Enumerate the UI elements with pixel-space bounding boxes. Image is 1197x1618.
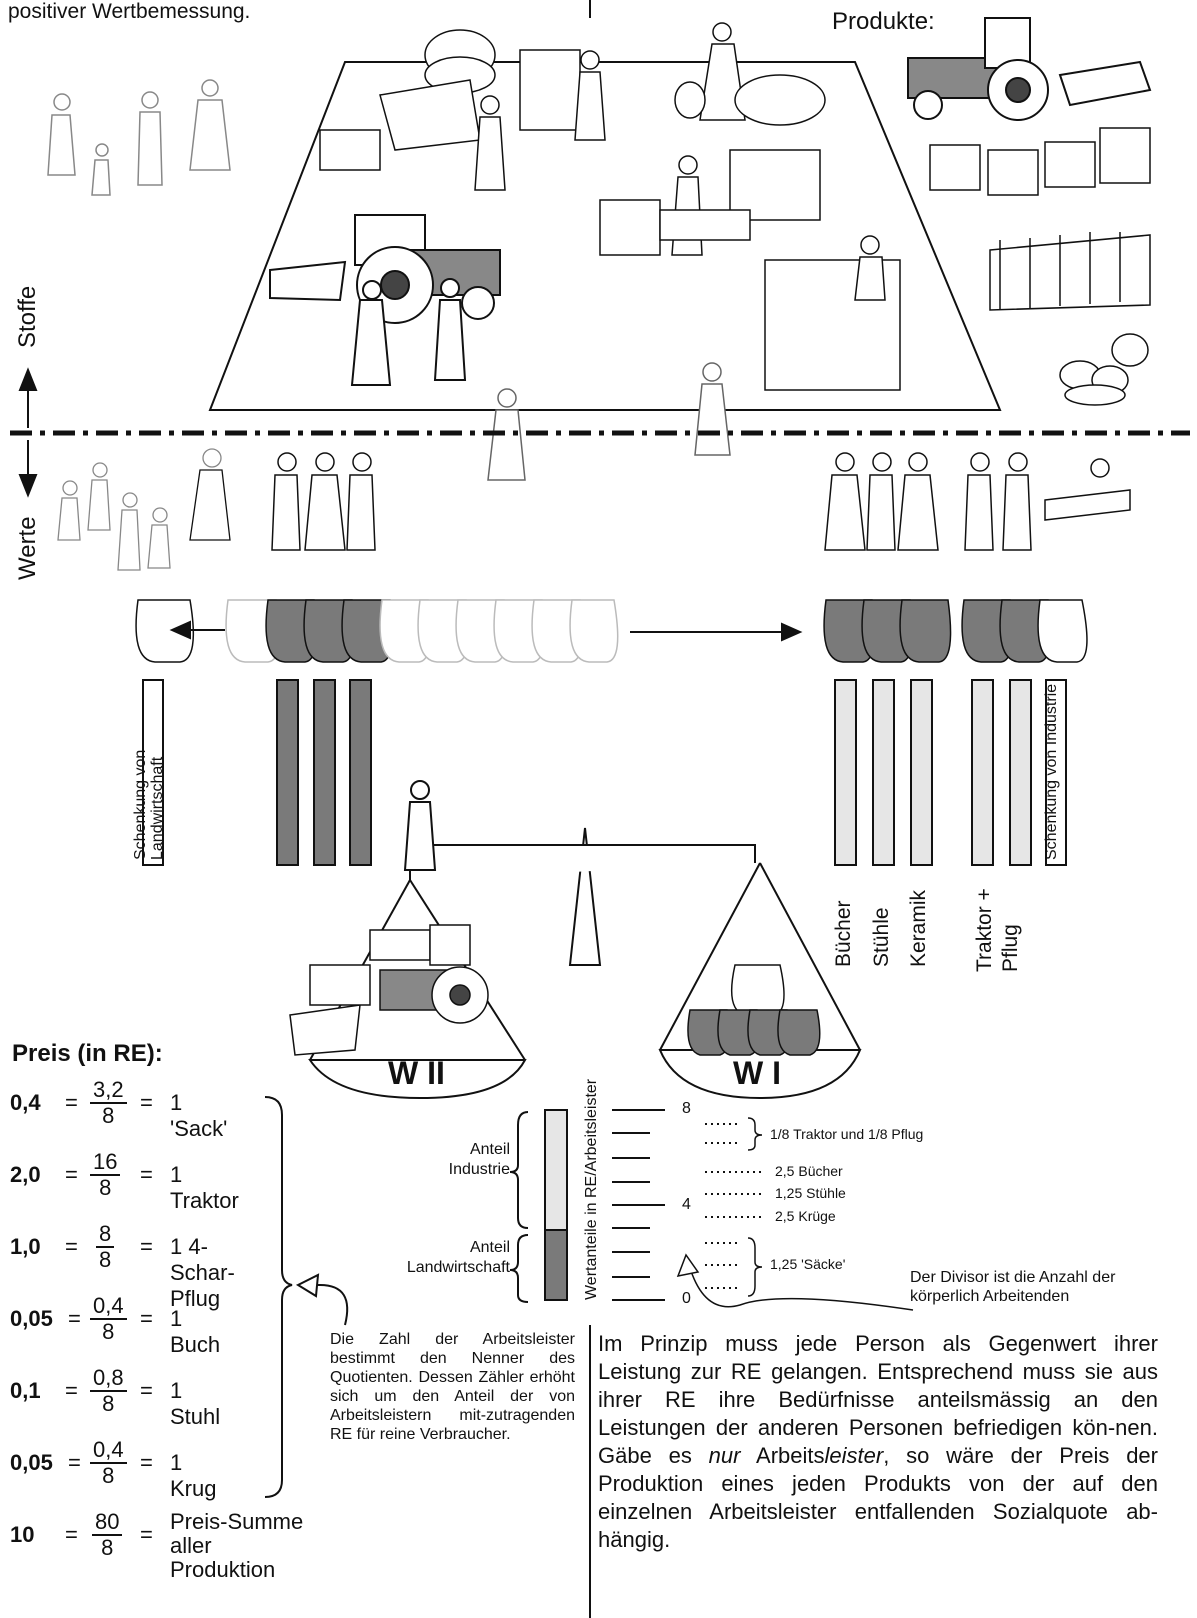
crossing-figures bbox=[488, 363, 730, 480]
value-bars bbox=[143, 680, 1066, 865]
label-gift-agriculture: Schenkung von Landwirtschaft bbox=[132, 678, 166, 860]
price-item: 1 Buch bbox=[170, 1306, 220, 1358]
scale-label-w2: W II bbox=[388, 1055, 445, 1092]
label-chairs-share: 1,25 Stühle bbox=[775, 1185, 846, 1201]
field-tractor-sketch bbox=[270, 215, 500, 385]
label-ceramics: Keramik bbox=[907, 890, 931, 967]
label-tractor-plow: Traktor + Pflug bbox=[972, 872, 1024, 972]
label-share-industry: Anteil Industrie bbox=[420, 1140, 510, 1180]
market-activity-sketches bbox=[320, 23, 900, 390]
note-numerator: Die Zahl der Arbeitsleister bestimmt den… bbox=[330, 1330, 575, 1444]
price-title: Preis (in RE): bbox=[12, 1040, 163, 1068]
label-books: Bücher bbox=[832, 900, 856, 967]
consumer-crowd bbox=[58, 449, 230, 570]
share-dotted-leaders bbox=[705, 1124, 765, 1288]
price-item: Preis-Summe aller Produktion bbox=[170, 1510, 310, 1582]
chairs-product-icon bbox=[990, 232, 1150, 310]
price-item: 1 4-Schar-Pflug bbox=[170, 1234, 235, 1312]
label-books-share: 2,5 Bücher bbox=[775, 1163, 843, 1179]
share-bar bbox=[510, 1110, 567, 1302]
price-value: 2,0 bbox=[10, 1162, 41, 1188]
price-item: 1 'Sack' bbox=[170, 1090, 227, 1142]
w2-goods bbox=[290, 925, 488, 1055]
tractor-product-icon bbox=[908, 18, 1150, 120]
tick-0: 0 bbox=[682, 1290, 691, 1308]
share-axis-title: Wertanteile in RE/Arbeitsleister bbox=[583, 1079, 601, 1300]
agriculture-workers bbox=[272, 453, 375, 550]
industry-workers bbox=[825, 453, 1130, 550]
note-divisor: Der Divisor ist die Anzahl der körperlic… bbox=[910, 1268, 1160, 1306]
label-gift-industry: Schenkung von Industrie bbox=[1043, 678, 1060, 860]
tick-8: 8 bbox=[682, 1100, 691, 1118]
products-heading: Produkte: bbox=[832, 8, 935, 36]
price-value: 10 bbox=[10, 1522, 34, 1548]
label-chairs: Stühle bbox=[870, 907, 894, 967]
price-item: 1 Krug bbox=[170, 1450, 216, 1502]
price-value: 0,1 bbox=[10, 1378, 41, 1404]
share-ticks bbox=[612, 1110, 665, 1300]
price-value: 0,05 bbox=[10, 1306, 53, 1332]
axis-label-werte: Werte bbox=[14, 516, 42, 580]
tick-4: 4 bbox=[682, 1196, 691, 1214]
price-item: 1 Stuhl bbox=[170, 1378, 220, 1430]
label-sacks-share: 1,25 'Säcke' bbox=[770, 1256, 845, 1272]
price-value: 0,4 bbox=[10, 1090, 41, 1116]
principle-paragraph: Im Prinzip muss jede Person als Gegenwer… bbox=[598, 1330, 1158, 1554]
label-jugs-share: 2,5 Krüge bbox=[775, 1208, 836, 1224]
value-sacks bbox=[136, 600, 1087, 662]
book-stacks-icon bbox=[930, 128, 1150, 195]
w1-sacks bbox=[688, 965, 820, 1055]
pottery-product-icon bbox=[1060, 334, 1148, 405]
label-share-agriculture: Anteil Landwirtschaft bbox=[380, 1238, 510, 1278]
family-figures bbox=[48, 80, 230, 195]
label-tractor-share: 1/8 Traktor und 1/8 Pflug bbox=[770, 1126, 923, 1142]
price-value: 1,0 bbox=[10, 1234, 41, 1260]
axis-label-stoffe: Stoffe bbox=[14, 286, 42, 348]
price-value: 0,05 bbox=[10, 1450, 53, 1476]
header-top-left: positiver Wertbemessung. bbox=[8, 0, 250, 24]
price-item: 1 Traktor bbox=[170, 1162, 239, 1214]
scale-label-w1: W I bbox=[733, 1055, 781, 1092]
